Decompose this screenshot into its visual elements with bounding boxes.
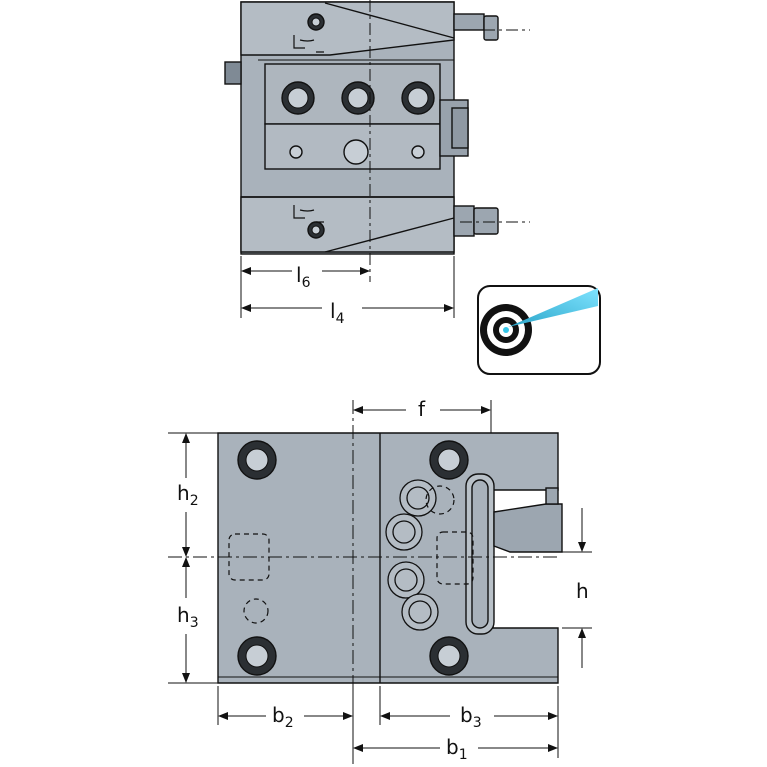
dim-l4: l4	[330, 299, 345, 327]
dim-b1: b1	[446, 735, 468, 763]
clamping-wedge	[493, 503, 563, 553]
dim-b3: b3	[460, 703, 482, 731]
dim-b2: b2	[272, 703, 294, 731]
dim-h2: h2	[177, 481, 199, 509]
top-view	[224, 1, 499, 255]
top-dimensions	[240, 256, 455, 318]
top-centerlines	[369, 0, 530, 282]
dim-h3: h3	[177, 603, 199, 631]
front-dimensions	[168, 400, 592, 758]
front-view	[217, 432, 563, 684]
dim-l6: l6	[296, 263, 311, 291]
coolant-target-icon	[477, 285, 601, 375]
dim-f: f	[418, 397, 426, 421]
left-lug	[224, 61, 242, 85]
lower-pin	[453, 205, 475, 237]
upper-pin	[453, 13, 485, 31]
dim-h: h	[576, 579, 589, 603]
adjustment-screws	[385, 479, 439, 631]
